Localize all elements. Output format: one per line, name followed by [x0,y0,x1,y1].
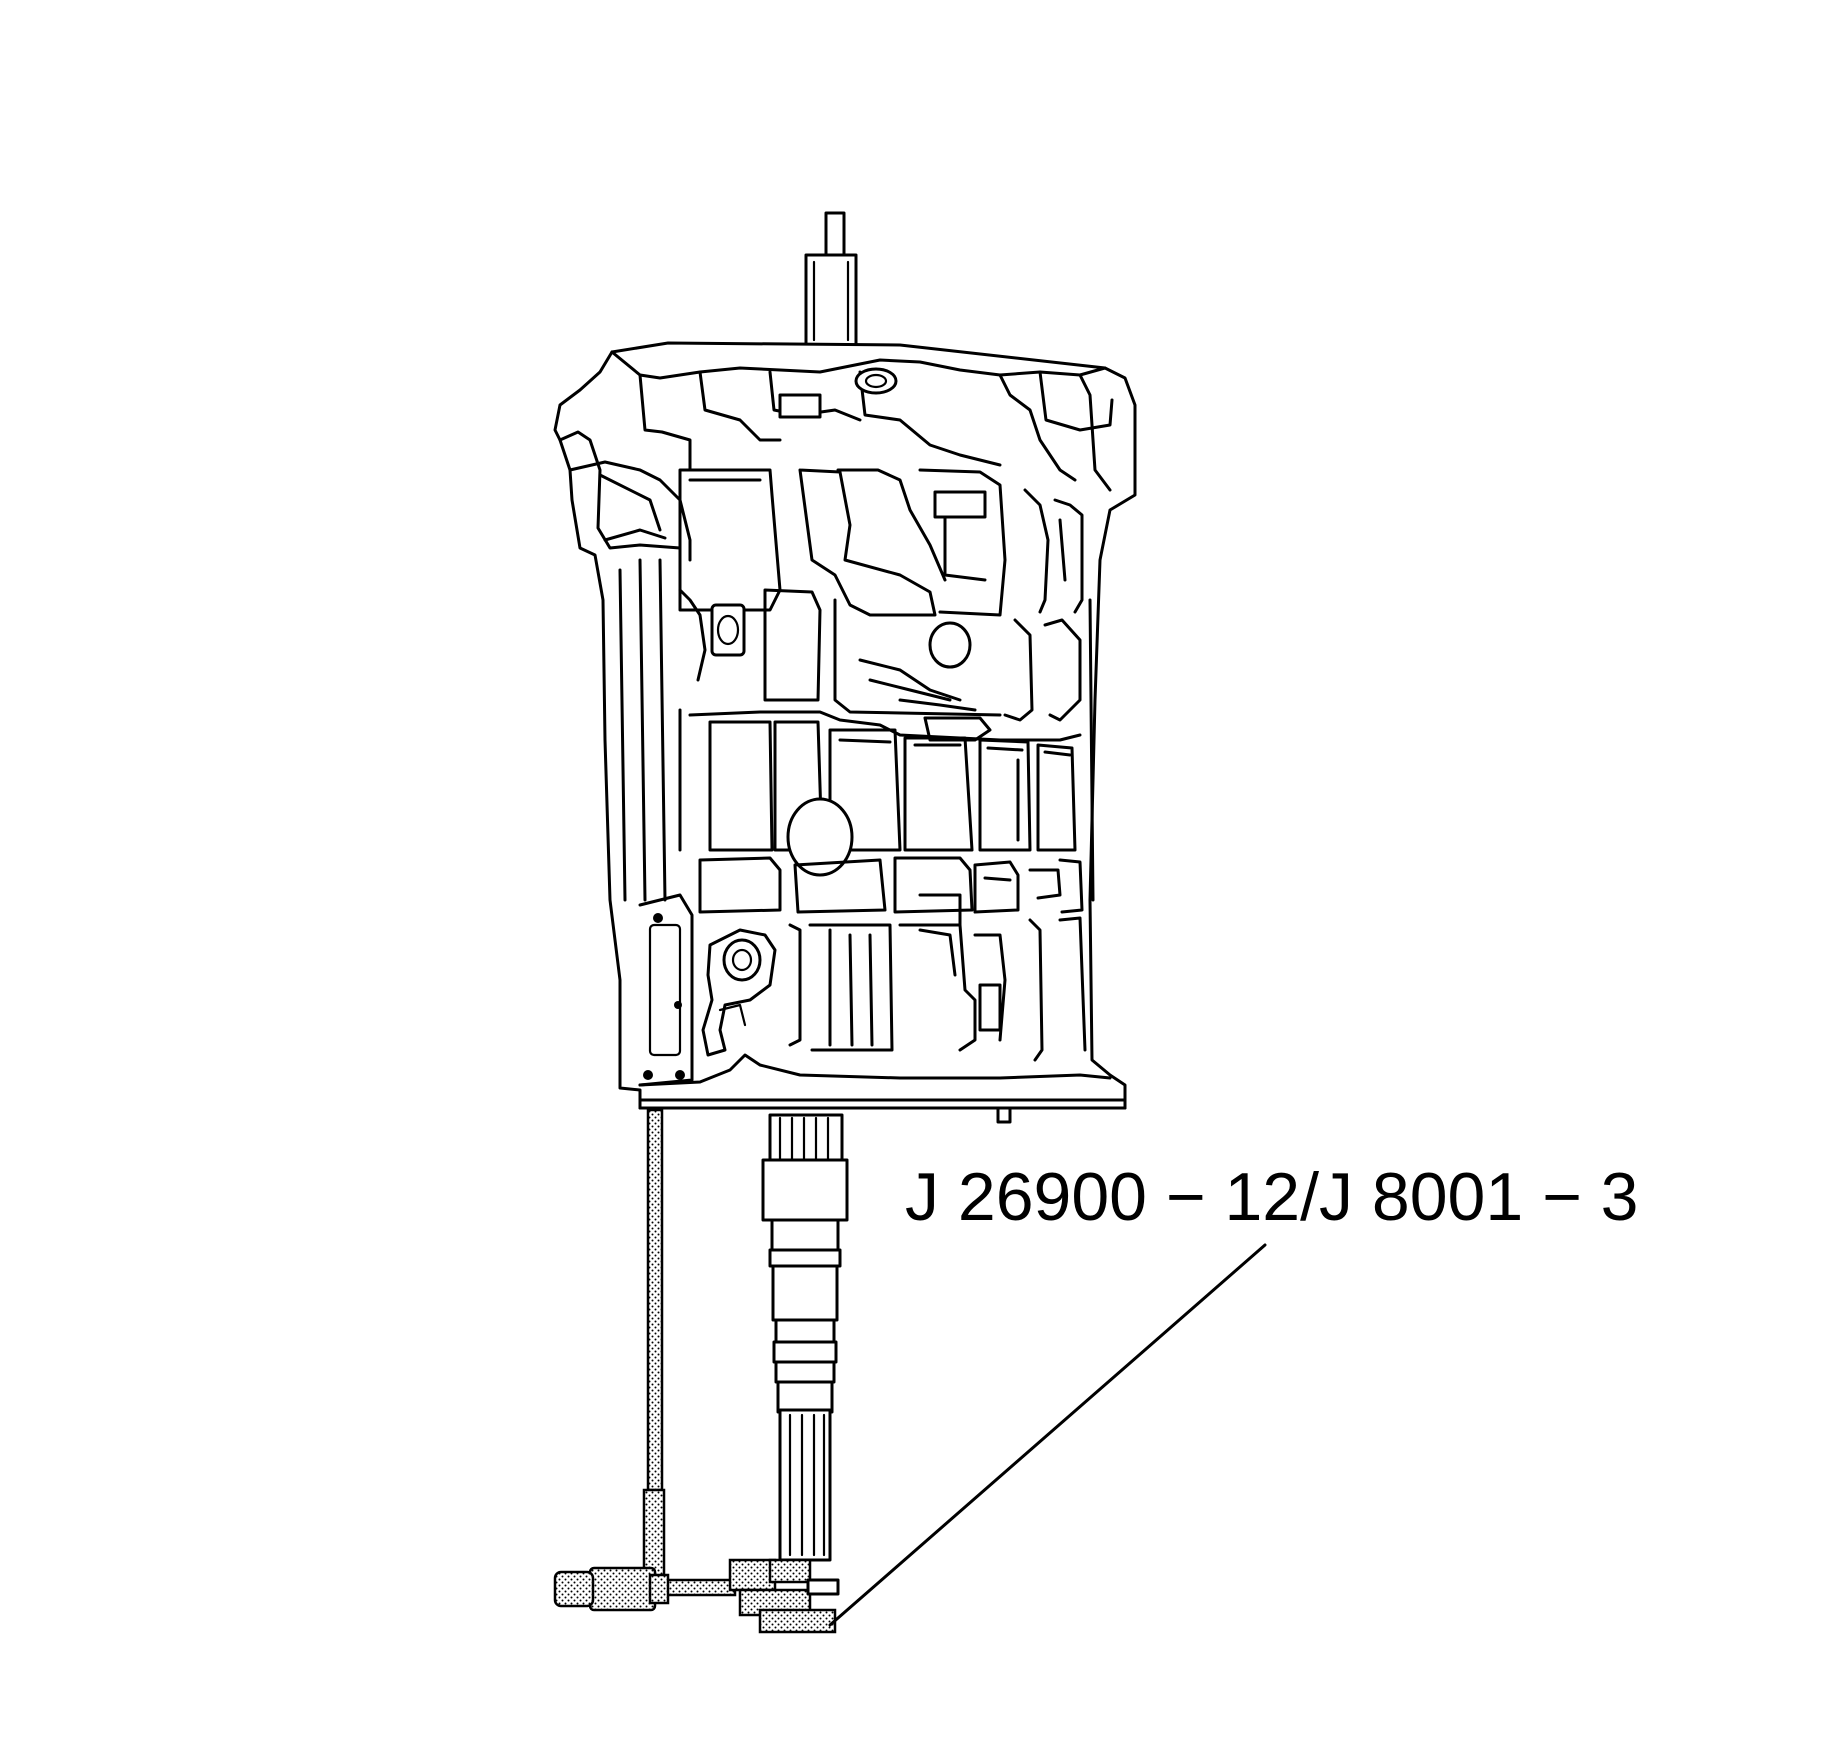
output-shaft [761,1113,849,1562]
tool-callout: J 26900 − 12/J 8001 − 3 [828,1159,1639,1627]
transmission-case [553,341,1137,1124]
tool-label: J 26900 − 12/J 8001 − 3 [905,1159,1639,1235]
callout-leader-line [828,1243,1267,1627]
input-shaft [804,211,858,349]
dial-indicator-tool [553,1108,840,1634]
